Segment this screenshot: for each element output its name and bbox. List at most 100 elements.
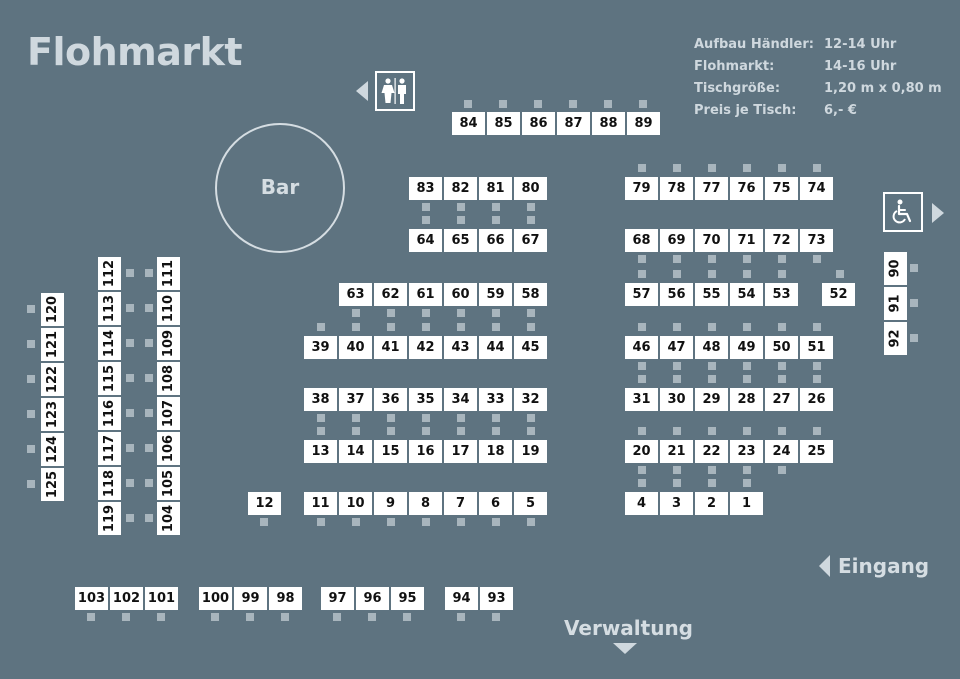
table-115: 115 xyxy=(98,362,121,395)
table-47: 47 xyxy=(660,336,693,359)
chair-marker xyxy=(638,255,646,263)
table-36: 36 xyxy=(374,388,407,411)
table-101: 101 xyxy=(145,587,178,610)
info-value: 14-16 Uhr xyxy=(824,59,897,74)
chair-marker xyxy=(527,323,535,331)
table-98: 98 xyxy=(269,587,302,610)
chair-marker xyxy=(708,427,716,435)
table-111: 111 xyxy=(157,257,180,290)
table-104: 104 xyxy=(157,502,180,535)
table-43: 43 xyxy=(444,336,477,359)
info-label: Flohmarkt: xyxy=(694,59,775,74)
chair-marker xyxy=(246,613,254,621)
chair-marker xyxy=(778,164,786,172)
chair-marker xyxy=(317,414,325,422)
page-title: Flohmarkt xyxy=(27,30,243,74)
table-71: 71 xyxy=(730,229,763,252)
chair-marker xyxy=(910,264,918,272)
chair-marker xyxy=(743,323,751,331)
table-93: 93 xyxy=(480,587,513,610)
chair-marker xyxy=(352,414,360,422)
chair-marker xyxy=(638,323,646,331)
table-69: 69 xyxy=(660,229,693,252)
table-87: 87 xyxy=(557,112,590,135)
chair-marker xyxy=(457,323,465,331)
chair-marker xyxy=(126,269,134,277)
table-54: 54 xyxy=(730,283,763,306)
chair-marker xyxy=(122,613,130,621)
table-13: 13 xyxy=(304,440,337,463)
chair-marker xyxy=(457,216,465,224)
table-53: 53 xyxy=(765,283,798,306)
table-34: 34 xyxy=(444,388,477,411)
chair-marker xyxy=(126,409,134,417)
table-7: 7 xyxy=(444,492,477,515)
chair-marker xyxy=(145,339,153,347)
table-121: 121 xyxy=(41,328,64,361)
chair-marker xyxy=(333,613,341,621)
table-82: 82 xyxy=(444,177,477,200)
table-61: 61 xyxy=(409,283,442,306)
table-62: 62 xyxy=(374,283,407,306)
arrow-left-icon xyxy=(356,81,368,101)
chair-marker xyxy=(260,518,268,526)
table-38: 38 xyxy=(304,388,337,411)
chair-marker xyxy=(492,323,500,331)
table-8: 8 xyxy=(409,492,442,515)
table-119: 119 xyxy=(98,502,121,535)
chair-marker xyxy=(492,216,500,224)
chair-marker xyxy=(743,270,751,278)
table-120: 120 xyxy=(41,293,64,326)
chair-marker xyxy=(27,305,35,313)
chair-marker xyxy=(352,427,360,435)
chair-marker xyxy=(813,427,821,435)
table-49: 49 xyxy=(730,336,763,359)
table-39: 39 xyxy=(304,336,337,359)
table-33: 33 xyxy=(479,388,512,411)
chair-marker xyxy=(527,309,535,317)
table-41: 41 xyxy=(374,336,407,359)
table-64: 64 xyxy=(409,229,442,252)
table-40: 40 xyxy=(339,336,372,359)
table-15: 15 xyxy=(374,440,407,463)
table-30: 30 xyxy=(660,388,693,411)
table-85: 85 xyxy=(487,112,520,135)
table-46: 46 xyxy=(625,336,658,359)
chair-marker xyxy=(673,270,681,278)
table-60: 60 xyxy=(444,283,477,306)
table-74: 74 xyxy=(800,177,833,200)
table-118: 118 xyxy=(98,467,121,500)
chair-marker xyxy=(708,164,716,172)
table-19: 19 xyxy=(514,440,547,463)
chair-marker xyxy=(813,255,821,263)
chair-marker xyxy=(422,427,430,435)
table-78: 78 xyxy=(660,177,693,200)
chair-marker xyxy=(638,362,646,370)
table-122: 122 xyxy=(41,363,64,396)
table-97: 97 xyxy=(321,587,354,610)
table-45: 45 xyxy=(514,336,547,359)
table-116: 116 xyxy=(98,397,121,430)
chair-marker xyxy=(673,362,681,370)
chair-marker xyxy=(527,216,535,224)
chair-marker xyxy=(317,323,325,331)
chair-marker xyxy=(778,255,786,263)
table-9: 9 xyxy=(374,492,407,515)
table-4: 4 xyxy=(625,492,658,515)
table-100: 100 xyxy=(199,587,232,610)
chair-marker xyxy=(527,427,535,435)
table-110: 110 xyxy=(157,292,180,325)
table-109: 109 xyxy=(157,327,180,360)
chair-marker xyxy=(27,410,35,418)
info-label: Tischgröße: xyxy=(694,81,781,96)
chair-marker xyxy=(708,362,716,370)
table-102: 102 xyxy=(110,587,143,610)
chair-marker xyxy=(569,100,577,108)
table-99: 99 xyxy=(234,587,267,610)
chair-marker xyxy=(778,375,786,383)
table-57: 57 xyxy=(625,283,658,306)
table-112: 112 xyxy=(98,257,121,290)
chair-marker xyxy=(708,323,716,331)
table-105: 105 xyxy=(157,467,180,500)
